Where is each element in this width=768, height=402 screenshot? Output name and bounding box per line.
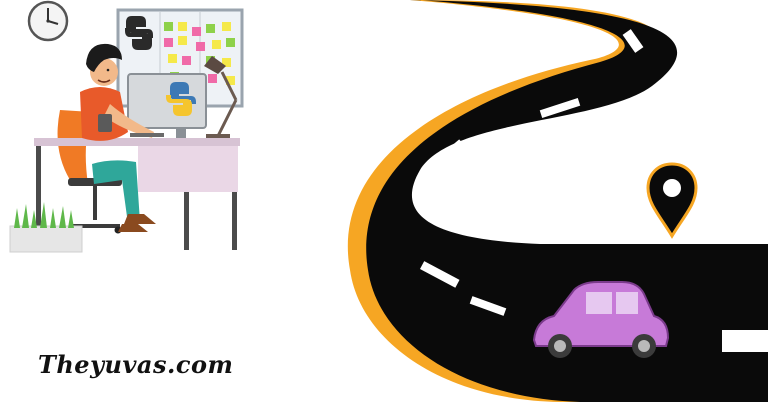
plant-pot — [9, 202, 83, 253]
wall-clock-icon — [27, 0, 69, 42]
phone — [98, 114, 112, 132]
car-icon — [532, 281, 670, 358]
computer-monitor — [127, 73, 207, 138]
python-logo-icon — [125, 16, 153, 50]
keyboard — [130, 133, 164, 137]
brand-watermark: Theyuvas.com — [38, 350, 234, 379]
winding-road — [347, 0, 768, 402]
lane-markings — [419, 29, 768, 352]
desk-lamp — [204, 56, 238, 138]
desk — [34, 138, 240, 250]
map-pin-icon — [646, 162, 698, 239]
python-logo-icon — [166, 82, 196, 116]
developer-person — [80, 43, 156, 232]
